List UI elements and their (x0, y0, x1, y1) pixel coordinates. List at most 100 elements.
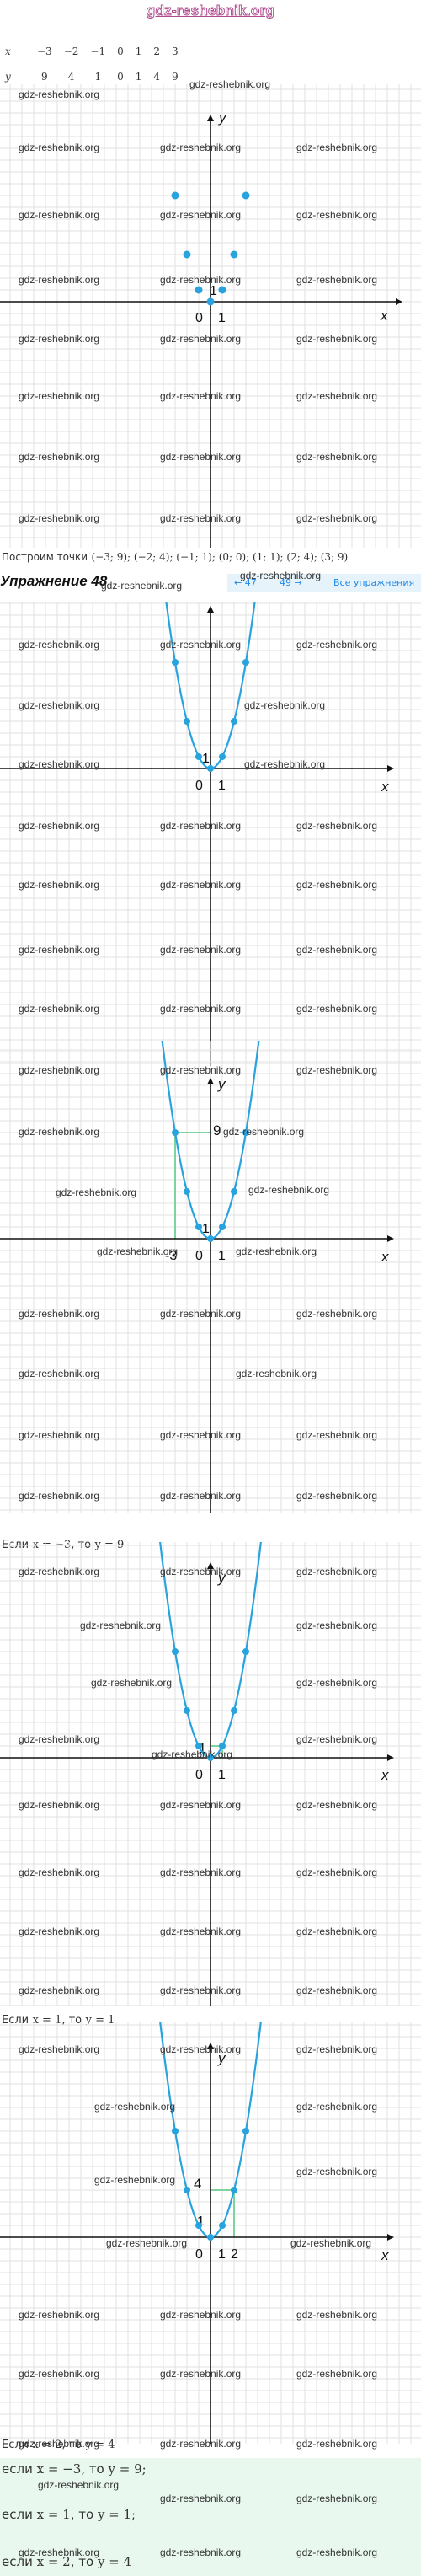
graph-svg: x 0 1 1 (0, 602, 421, 1066)
watermark: gdz-reshebnik.org (296, 2547, 378, 2558)
watermark: gdz-reshebnik.org (97, 1245, 179, 1257)
watermark: gdz-reshebnik.org (19, 1925, 100, 1937)
data-point (242, 1129, 249, 1136)
coordinate-axes (0, 606, 394, 1066)
watermark: gdz-reshebnik.org (19, 1733, 100, 1745)
x-axis-label: x (381, 779, 389, 795)
data-point (183, 250, 191, 259)
watermark: gdz-reshebnik.org (296, 2101, 378, 2113)
prev-exercise-link[interactable]: ← 47 (234, 577, 257, 588)
x-one-label: 1 (218, 779, 226, 793)
points-caption: Построим точки (−3; 9); (−2; 4); (−1; 1)… (2, 550, 348, 564)
data-point (219, 1224, 226, 1230)
y-one-label: 1 (210, 284, 217, 298)
caption-math: y = 4 (85, 2439, 115, 2451)
watermark: gdz-reshebnik.org (160, 209, 242, 221)
watermark: gdz-reshebnik.org (19, 88, 100, 100)
data-point (219, 1743, 226, 1749)
watermark: gdz-reshebnik.org (160, 1984, 242, 1996)
x-one-label: 1 (218, 2247, 226, 2262)
watermark: gdz-reshebnik.org (160, 639, 242, 651)
watermark: gdz-reshebnik.org (19, 274, 100, 286)
watermark: gdz-reshebnik.org (19, 2309, 100, 2321)
answer-math: y = 9; (108, 2461, 147, 2477)
data-point (218, 286, 226, 294)
watermark: gdz-reshebnik.org (19, 879, 100, 891)
watermark: gdz-reshebnik.org (19, 758, 100, 770)
four-label: 4 (194, 2176, 201, 2192)
table-cell: 4 (67, 71, 75, 83)
watermark: gdz-reshebnik.org (160, 2368, 242, 2380)
answer-math: y = 1; (97, 2507, 136, 2522)
watermark: gdz-reshebnik.org (19, 1984, 100, 1996)
watermark: gdz-reshebnik.org (240, 570, 322, 581)
data-point (206, 297, 215, 306)
data-point (195, 286, 203, 294)
table-row-y: y 9 4 1 0 1 4 9 (3, 64, 184, 89)
data-point (184, 1707, 190, 1714)
answer-text: , то (70, 2507, 94, 2522)
watermark: gdz-reshebnik.org (38, 2479, 120, 2491)
watermark: gdz-reshebnik.org (101, 580, 183, 592)
watermark: gdz-reshebnik.org (296, 1733, 378, 1745)
watermark: gdz-reshebnik.org (19, 333, 100, 345)
watermark: gdz-reshebnik.org (19, 390, 100, 402)
watermark: gdz-reshebnik.org (160, 2438, 242, 2450)
watermark: gdz-reshebnik.org (160, 1429, 242, 1441)
graph-svg: y x 0 1 1 (0, 1542, 421, 2006)
data-point (184, 2187, 190, 2193)
data-point (219, 753, 226, 760)
watermark: gdz-reshebnik.org (296, 1984, 378, 1996)
data-point (207, 765, 214, 772)
watermark: gdz-reshebnik.org (296, 142, 378, 153)
watermark: gdz-reshebnik.org (248, 1184, 330, 1196)
y-axis-label: y (217, 1570, 226, 1586)
highlight-guides (174, 1132, 210, 1239)
table-cell: −1 (90, 46, 106, 57)
caption-text: , то (61, 2014, 83, 2027)
watermark: gdz-reshebnik.org (160, 1490, 242, 1502)
x-axis-label: x (381, 2247, 389, 2263)
minus-three-label: -3 (165, 1249, 177, 1263)
watermark: gdz-reshebnik.org (189, 78, 271, 90)
exercise-pager: ← 47 49 → Все упражнения (227, 574, 421, 592)
watermark: gdz-reshebnik.org (160, 820, 242, 832)
watermark: gdz-reshebnik.org (296, 639, 378, 651)
answer-text: , то (81, 2461, 104, 2477)
origin-label: 0 (195, 2247, 203, 2262)
watermark: gdz-reshebnik.org (160, 390, 242, 402)
watermark: gdz-reshebnik.org (91, 1677, 173, 1689)
values-table: x −3 −2 −1 0 1 2 3 y 9 4 1 0 1 4 9 (3, 39, 184, 89)
watermark: gdz-reshebnik.org (19, 2438, 100, 2450)
watermark: gdz-reshebnik.org (296, 2166, 378, 2177)
caption-text: Построим точки (2, 551, 88, 563)
watermark: gdz-reshebnik.org (296, 390, 378, 402)
data-point (207, 1754, 214, 1761)
caption-text: , то (61, 2439, 83, 2451)
graph-svg: y x 0 1 2 1 4 (0, 2022, 421, 2444)
table-row-x: x −3 −2 −1 0 1 2 3 (3, 39, 184, 64)
next-exercise-link[interactable]: 49 → (280, 577, 302, 588)
all-exercises-link[interactable]: Все упражнения (333, 577, 415, 588)
data-point (207, 2234, 214, 2241)
watermark: gdz-reshebnik.org (296, 2368, 378, 2380)
data-point (171, 191, 179, 200)
table-cell: 1 (94, 71, 102, 83)
case-caption-2: Если x = 2, то y = 4 (2, 2438, 115, 2451)
coordinate-axes (0, 1562, 394, 2006)
watermark: gdz-reshebnik.org (19, 820, 100, 832)
watermark: gdz-reshebnik.org (160, 1925, 242, 1937)
y-label: y (5, 71, 11, 83)
origin-label: 0 (195, 779, 203, 793)
table-cell: 3 (172, 46, 179, 57)
site-logo[interactable]: gdz-reshebnik.org (146, 3, 275, 19)
data-point (195, 2222, 202, 2229)
answer-math: x = 1 (36, 2507, 71, 2522)
table-cell: 0 (117, 71, 124, 83)
watermark: gdz-reshebnik.org (296, 1620, 378, 1631)
watermark: gdz-reshebnik.org (19, 699, 100, 711)
coordinate-axes (0, 2043, 394, 2444)
nine-label: 9 (213, 1122, 221, 1138)
watermark: gdz-reshebnik.org (296, 1429, 378, 1441)
table-cell: 1 (135, 71, 142, 83)
